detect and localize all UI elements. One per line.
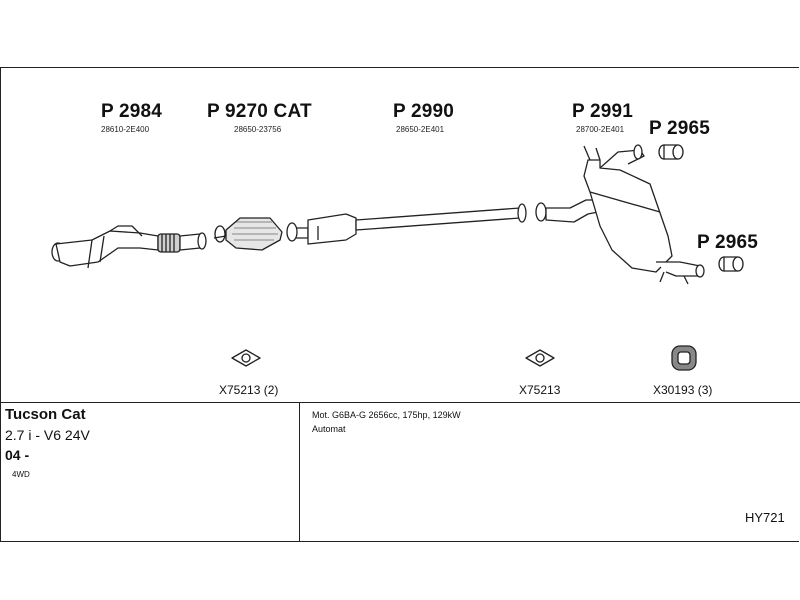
middle-silencer-part (286, 203, 527, 245)
part-code: P 2990 (393, 101, 455, 122)
rear-silencer-part (535, 144, 705, 285)
part-code: P 9270 CAT (207, 101, 312, 122)
transmission-spec: Automat (312, 424, 346, 434)
exhaust-system-diagram (51, 144, 744, 371)
part-code: P 2965 (697, 232, 759, 253)
engine-spec: Mot. G6BA-G 2656cc, 175hp, 129kW (312, 410, 461, 420)
gasket-icon (231, 349, 261, 367)
part-code: P 2991 (572, 101, 634, 122)
rubber-hanger-icon (671, 345, 697, 371)
part-code: P 2965 (649, 118, 711, 139)
oem-number: 28650-2E401 (396, 125, 445, 134)
vehicle-drive: 4WD (12, 470, 30, 479)
gasket-icon (525, 349, 555, 367)
accessory-code: X75213 (519, 383, 561, 397)
catalytic-converter-part (213, 217, 283, 251)
oem-number: 28700-2E401 (576, 125, 625, 134)
accessory-code: X75213 (2) (219, 383, 279, 397)
tailpipe-upper-part (658, 144, 684, 160)
diagram-frame (0, 67, 799, 542)
vehicle-model: Tucson Cat (5, 406, 86, 423)
front-pipe-part (51, 225, 207, 269)
part-code: P 2984 (101, 101, 163, 122)
diagram-id: HY721 (745, 510, 785, 525)
tailpipe-lower-part (718, 256, 744, 272)
oem-number: 28610-2E400 (101, 125, 150, 134)
section-divider (0, 402, 800, 403)
vehicle-years: 04 - (5, 447, 30, 463)
accessory-code: X30193 (3) (653, 383, 713, 397)
oem-number: 28650-23756 (234, 125, 282, 134)
column-divider (299, 403, 300, 542)
vehicle-engine: 2.7 i - V6 24V (5, 427, 90, 443)
